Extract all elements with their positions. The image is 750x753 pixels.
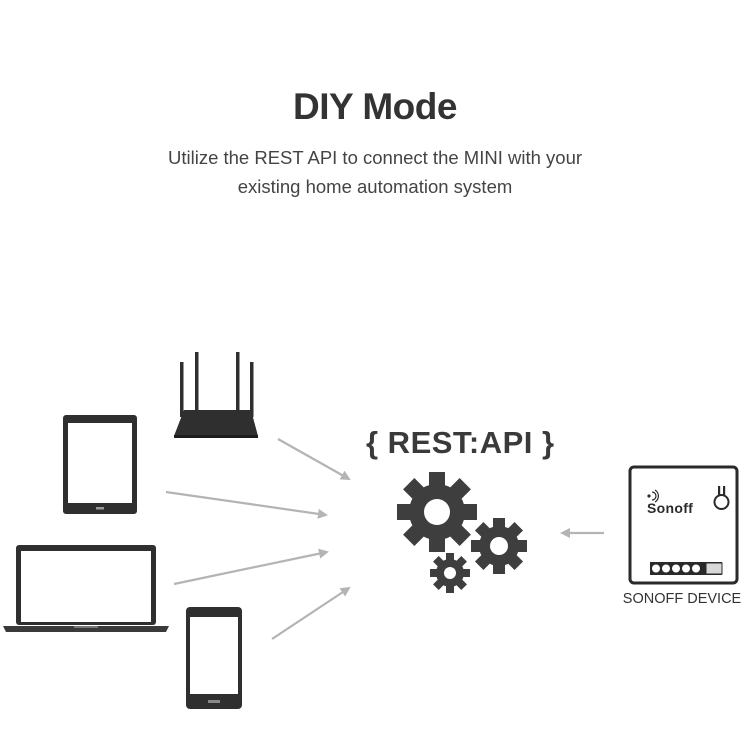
gear-medium [471,518,527,574]
device-label: SONOFF DEVICE [622,591,742,607]
arrow-tablet-to-api [165,490,328,519]
subtitle-line-1: Utilize the REST API to connect the MINI… [167,147,583,168]
arrow-router-to-api [277,438,351,480]
phone-icon [186,607,242,709]
gears-icon [397,472,527,593]
gear-large [397,472,477,552]
page-title: DIY Mode [293,86,457,127]
gear-small [430,553,470,593]
terminal-block [650,562,723,575]
device-button-icon [713,486,730,510]
router-icon [174,352,258,438]
laptop-icon [3,545,169,632]
tablet-icon [63,415,137,514]
sonoff-device-icon [628,465,739,585]
rest-api-label: { REST:API } [366,425,555,460]
arrow-phone-to-api [271,586,351,640]
page-subtitle: Utilize the REST API to connect the MINI… [0,143,750,201]
subtitle-line-2: existing home automation system [237,176,513,197]
arrow-laptop-to-api [173,548,329,586]
device-brand-logo: Sonoff [647,500,694,516]
arrows [165,438,604,640]
